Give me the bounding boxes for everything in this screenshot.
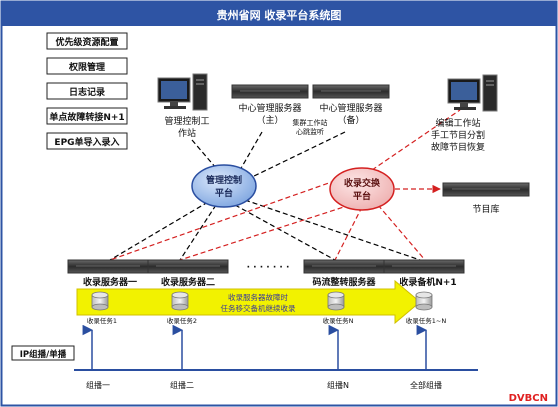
cluster-label-1: 集群工作站 bbox=[293, 118, 328, 127]
link-exchange-backup bbox=[377, 204, 426, 261]
edit-station-label-1: 编辑工作站 bbox=[435, 117, 480, 129]
title-bar bbox=[2, 2, 556, 26]
server2-icon bbox=[147, 259, 229, 274]
ip-label: IP组播/单播 bbox=[20, 349, 67, 360]
link-control-transcoder bbox=[234, 204, 336, 261]
failover-note-2: 任务移交备机继续收录 bbox=[221, 303, 296, 313]
exchange-links bbox=[109, 109, 461, 261]
central-server-main-label-2: （主） bbox=[256, 114, 283, 126]
link-main-server-control bbox=[239, 131, 263, 171]
exchange-platform-ellipse bbox=[329, 167, 395, 211]
task-label-1: 收录任务1 bbox=[87, 316, 117, 325]
central-server-backup-label-2: （备） bbox=[337, 114, 364, 126]
central-server-main-label-1: 中心管理服务器 bbox=[238, 102, 301, 114]
server-label-2: 收录服务器二 bbox=[161, 276, 215, 288]
edit-workstation: 编辑工作站 手工节目分割 故障节目恢复 bbox=[431, 74, 498, 153]
menu-list: 优先级资源配置 权限管理 日志记录 单点故障转接N+1 EPG单导入录入 bbox=[46, 32, 128, 150]
menu-item-epg-label: EPG单导入录入 bbox=[54, 136, 119, 148]
task-label-3: 收录任务N bbox=[323, 316, 354, 325]
disk-icon bbox=[91, 291, 109, 311]
group-label-4: 全部组播 bbox=[410, 380, 442, 390]
group-label-3: 组播N bbox=[327, 380, 349, 390]
control-platform-ellipse bbox=[191, 164, 257, 208]
server-main-icon bbox=[231, 84, 309, 99]
disk-icon bbox=[171, 291, 189, 311]
menu-item-permission-label: 权限管理 bbox=[68, 61, 105, 73]
task-label-4: 收录任务1~N bbox=[406, 316, 447, 325]
link-exchange-server1 bbox=[109, 177, 344, 261]
server1-icon bbox=[67, 259, 149, 274]
cluster-label-2: 心跳监听 bbox=[296, 127, 324, 136]
link-workstation-control bbox=[191, 139, 217, 169]
menu-item-log-label: 日志记录 bbox=[69, 86, 105, 98]
server-backup-icon bbox=[312, 84, 390, 99]
link-control-server2 bbox=[179, 204, 217, 261]
server-label-4: 收录备机N+1 bbox=[399, 276, 456, 288]
program-library: 节目库 bbox=[442, 182, 530, 215]
server-rack-row: · · · · · · · bbox=[67, 259, 465, 274]
backup-server-icon bbox=[383, 259, 465, 274]
disk-icon bbox=[327, 291, 345, 311]
menu-item-permission[interactable] bbox=[46, 57, 128, 75]
edit-station-label-2: 手工节目分割 bbox=[431, 129, 485, 141]
link-exchange-server2 bbox=[179, 204, 351, 261]
control-platform-label-1: 管理控制 bbox=[206, 174, 242, 186]
diagram-title: 贵州省网 收录平台系统图 bbox=[217, 8, 342, 22]
menu-item-priority[interactable] bbox=[46, 32, 128, 50]
central-server-backup-label-1: 中心管理服务器 bbox=[319, 102, 382, 114]
menu-item-failover[interactable] bbox=[46, 107, 128, 125]
exchange-platform-label-2: 平台 bbox=[353, 190, 371, 202]
failover-arrow bbox=[76, 279, 421, 325]
server-label-3: 码流整转服务器 bbox=[312, 276, 376, 288]
exchange-platform: 收录交换 平台 bbox=[329, 167, 395, 211]
control-links bbox=[109, 131, 421, 261]
central-server-main: 中心管理服务器 （主） bbox=[231, 84, 309, 126]
transcoder-icon bbox=[303, 259, 385, 274]
link-backup-server-control bbox=[249, 131, 346, 179]
control-platform-label-2: 平台 bbox=[215, 187, 233, 199]
ellipsis: · · · · · · · bbox=[247, 263, 290, 273]
group-label-2: 组播二 bbox=[170, 380, 194, 390]
group-label-1: 组播一 bbox=[86, 380, 110, 390]
edit-station-label-3: 故障节目恢复 bbox=[431, 141, 485, 153]
task-label-2: 收录任务2 bbox=[167, 316, 197, 325]
control-platform: 管理控制 平台 bbox=[191, 164, 257, 208]
exchange-platform-label-1: 收录交换 bbox=[344, 177, 381, 189]
central-server-backup: 中心管理服务器 （备） bbox=[312, 84, 390, 126]
ip-label-box bbox=[11, 345, 75, 361]
link-exchange-edit bbox=[371, 109, 461, 171]
tower-icon bbox=[482, 74, 498, 112]
tower-icon bbox=[192, 73, 208, 111]
menu-item-failover-label: 单点故障转接N+1 bbox=[49, 111, 124, 123]
menu-item-epg[interactable] bbox=[46, 132, 128, 150]
workstation-label-1: 管理控制工 bbox=[164, 115, 209, 127]
program-library-label: 节目库 bbox=[472, 203, 499, 215]
disk-icon bbox=[415, 291, 433, 311]
multicast-network: IP组播/单播 bbox=[11, 324, 478, 371]
server-label-1: 收录服务器一 bbox=[83, 276, 137, 288]
library-server-icon bbox=[442, 182, 530, 197]
watermark: DVBCN bbox=[509, 393, 548, 404]
failover-note-1: 收录服务器故障时 bbox=[228, 292, 288, 302]
disk-row bbox=[91, 291, 433, 311]
link-exchange-transcoder bbox=[334, 206, 363, 261]
control-workstation: 管理控制工 作站 bbox=[157, 73, 210, 139]
menu-item-priority-label: 优先级资源配置 bbox=[55, 36, 118, 48]
workstation-label-2: 作站 bbox=[178, 127, 196, 139]
link-control-backup bbox=[244, 199, 421, 261]
menu-item-log[interactable] bbox=[46, 82, 128, 100]
link-control-server1 bbox=[109, 201, 209, 261]
